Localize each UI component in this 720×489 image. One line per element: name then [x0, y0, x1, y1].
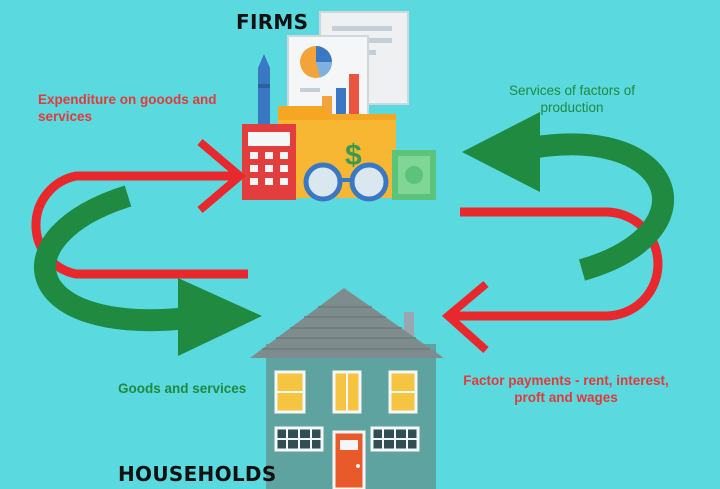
money-flow-right [441, 207, 663, 353]
real-flow-right [462, 112, 674, 281]
money-flow-left [31, 138, 248, 279]
goods-services-label: Goods and services [118, 381, 247, 396]
svg-text:$: $ [345, 139, 362, 172]
households-title: HOUSEHOLDS [118, 462, 277, 486]
factor-payments-label: Factor payments - rent, interest, proft … [463, 373, 669, 405]
firms-title: FIRMS [236, 10, 309, 34]
expenditure-label: Expenditure on gooods and services [38, 92, 217, 124]
firm-icon: $ [242, 11, 436, 202]
services-factors-label: Services of factors of production [508, 83, 636, 115]
house-icon [250, 288, 444, 489]
real-flow-left [34, 185, 262, 356]
